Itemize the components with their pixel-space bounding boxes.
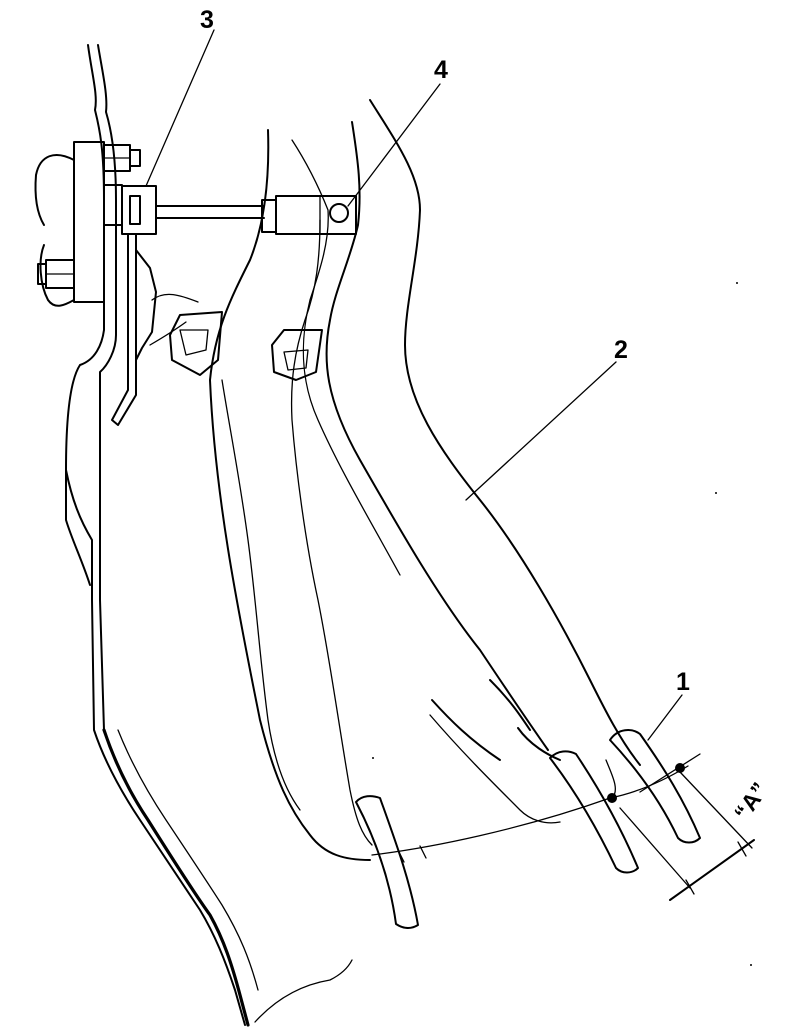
- pedal-point-depressed: [607, 793, 617, 803]
- pedal-travel-lines: [371, 753, 701, 863]
- stop-switch: [103, 184, 199, 426]
- brake-pedal-arm: [291, 99, 641, 766]
- callout-3: 3: [200, 6, 214, 34]
- clevis-pin: [329, 203, 349, 223]
- callout-2: 2: [614, 336, 628, 364]
- pedal-pad-left: [355, 795, 419, 929]
- bolt-lower: [37, 259, 75, 289]
- speck: [750, 964, 752, 966]
- firewall-panel: [65, 44, 353, 1027]
- clutch-pedal-arm: [209, 129, 561, 861]
- pedal-pad-right: [609, 729, 701, 844]
- speck: [715, 492, 717, 494]
- pedal-stopper-right: [271, 329, 323, 381]
- dimension-a: “A”: [619, 771, 773, 901]
- push-rod: [155, 195, 357, 235]
- callout-4: 4: [434, 56, 448, 84]
- leader-4: [347, 83, 441, 207]
- dimension-a-label: “A”: [729, 777, 773, 824]
- leader-2: [465, 361, 617, 501]
- bolt-upper: [103, 144, 141, 172]
- callout-leaders: [145, 29, 683, 741]
- leader-1: [647, 694, 683, 741]
- callout-1: 1: [676, 668, 690, 696]
- speck: [736, 282, 738, 284]
- pedal-point-free: [675, 763, 685, 773]
- pedal-pad-middle: [549, 750, 639, 874]
- leader-3: [145, 29, 215, 187]
- speck: [372, 757, 374, 759]
- pedal-stopper-left: [169, 311, 223, 376]
